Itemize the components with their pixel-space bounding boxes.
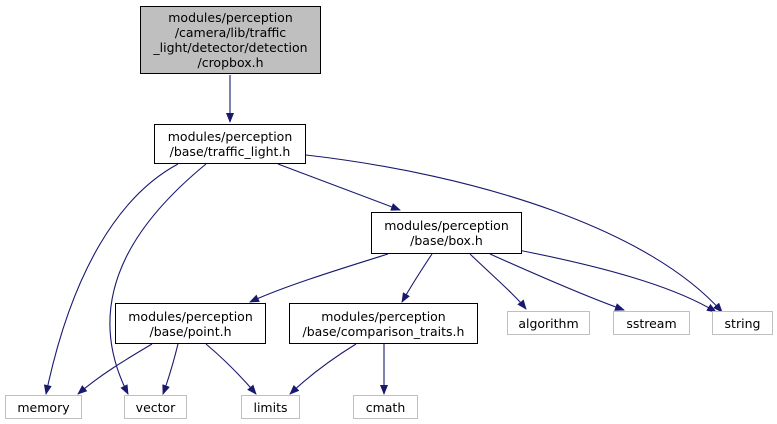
node-cropbox-h[interactable]: modules/perception /camera/lib/traffic _… [140, 6, 321, 74]
node-traffic-light-h[interactable]: modules/perception /base/traffic_light.h [154, 124, 306, 164]
edge-point-to-limits [205, 343, 257, 395]
node-point-h[interactable]: modules/perception /base/point.h [115, 303, 266, 344]
edge-box-to-comparison-traits [401, 253, 433, 303]
node-string[interactable]: string [712, 311, 773, 335]
edge-traffic-light-to-box [277, 163, 401, 211]
edge-box-to-string [517, 249, 717, 313]
edge-traffic-light-to-string [305, 154, 723, 313]
node-cmath[interactable]: cmath [353, 395, 418, 419]
edge-point-to-memory [77, 343, 153, 395]
node-algorithm[interactable]: algorithm [507, 311, 590, 335]
edge-box-to-algorithm [469, 253, 527, 310]
edge-traffic-light-to-vector [109, 163, 207, 395]
edge-point-to-vector [162, 343, 179, 395]
node-memory[interactable]: memory [5, 395, 82, 419]
edge-box-to-point [249, 253, 389, 303]
edge-traffic-light-to-memory [43, 163, 179, 395]
node-sstream[interactable]: sstream [613, 311, 690, 335]
edge-comparison-traits-to-limits [289, 343, 357, 395]
dependency-edges [43, 75, 723, 395]
node-vector[interactable]: vector [124, 395, 187, 419]
node-box-h[interactable]: modules/perception /base/box.h [371, 212, 522, 254]
edge-box-to-sstream [489, 253, 625, 311]
node-limits[interactable]: limits [241, 395, 300, 419]
node-comparison-traits-h[interactable]: modules/perception /base/comparison_trai… [289, 303, 478, 344]
